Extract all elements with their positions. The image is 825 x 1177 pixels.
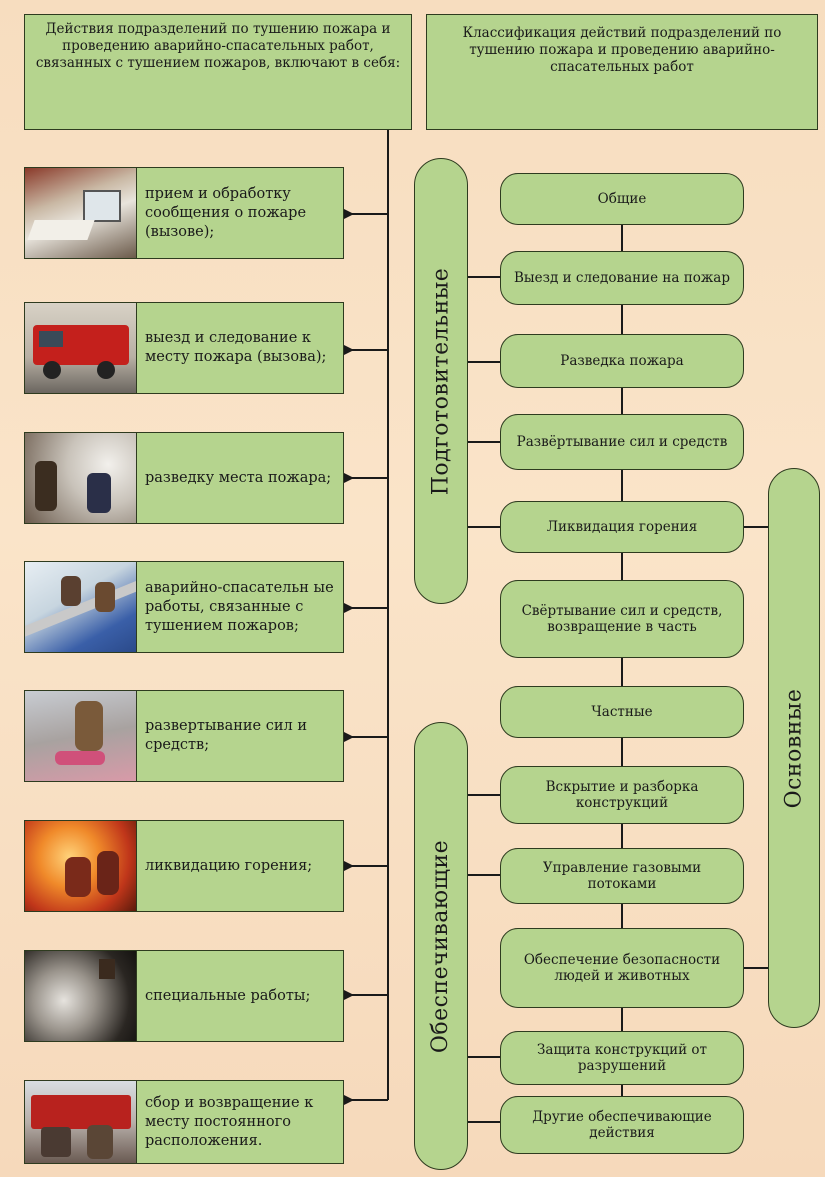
class-label: Частные	[591, 704, 653, 720]
firefighters-smoke-photo	[25, 433, 137, 523]
action-text: прием и обработку сообщения о пожаре (вы…	[145, 185, 307, 240]
action-text: специальные работы;	[145, 987, 311, 1004]
class-label: Вскрытие и разборка конструкций	[545, 779, 699, 811]
class-box: Ликвидация горения	[500, 501, 744, 553]
action-text: сбор и возвращение к месту постоянного р…	[145, 1094, 314, 1149]
office-desk-photo	[25, 168, 137, 258]
action-item: прием и обработку сообщения о пожаре (вы…	[24, 167, 344, 259]
group-preparatory-label: Подготовительные	[428, 267, 454, 495]
action-item: сбор и возвращение к месту постоянного р…	[24, 1080, 344, 1164]
class-box: Развёртывание сил и средств	[500, 414, 744, 470]
action-item: аварийно-спасательн ые работы, связанные…	[24, 561, 344, 653]
actions-header: Действия подразделений по тушению пожара…	[24, 14, 412, 130]
class-box: Обеспечение безопасности людей и животны…	[500, 928, 744, 1008]
group-supporting-label: Обеспечивающие	[428, 839, 454, 1053]
class-label: Развёртывание сил и средств	[516, 434, 728, 450]
class-label: Защита конструкций от разрушений	[537, 1042, 707, 1074]
smoke-photo	[25, 951, 137, 1041]
class-label: Выезд и следование на пожар	[514, 270, 730, 286]
action-item: выезд и следование к месту пожара (вызов…	[24, 302, 344, 394]
class-box: Другие обеспечивающие действия	[500, 1096, 744, 1154]
group-main-label: Основные	[781, 688, 807, 808]
class-label: Свёртывание сил и средств, возвращение в…	[521, 603, 723, 635]
class-box: Вскрытие и разборка конструкций	[500, 766, 744, 824]
class-box: Общие	[500, 173, 744, 225]
group-main: Основные	[768, 468, 820, 1028]
actions-header-text: Действия подразделений по тушению пожара…	[35, 21, 401, 71]
action-item: ликвидацию горения;	[24, 820, 344, 912]
fire-truck-photo	[25, 303, 137, 393]
firefighter-hose-photo	[25, 691, 137, 781]
class-box: Выезд и следование на пожар	[500, 251, 744, 305]
class-label: Управление газовыми потоками	[542, 860, 702, 892]
class-label: Ликвидация горения	[546, 519, 698, 535]
action-text: ликвидацию горения;	[145, 857, 313, 874]
action-text: разведку места пожара;	[145, 469, 332, 486]
class-box: Разведка пожара	[500, 334, 744, 388]
action-text: аварийно-спасательн ые работы, связанные…	[145, 579, 334, 634]
action-text: выезд и следование к месту пожара (вызов…	[145, 330, 327, 365]
action-item: развертывание сил и средств;	[24, 690, 344, 782]
class-label: Обеспечение безопасности людей и животны…	[523, 952, 721, 984]
class-label: Другие обеспечивающие действия	[532, 1109, 712, 1141]
class-box: Частные	[500, 686, 744, 738]
class-label: Разведка пожара	[560, 353, 684, 369]
class-box: Защита конструкций от разрушений	[500, 1031, 744, 1085]
class-box: Управление газовыми потоками	[500, 848, 744, 904]
flames-photo	[25, 821, 137, 911]
rescue-vehicle-photo	[25, 1081, 137, 1163]
group-supporting: Обеспечивающие	[414, 722, 468, 1170]
group-preparatory: Подготовительные	[414, 158, 468, 604]
classification-header-text: Классификация действий подразделений по …	[462, 25, 782, 75]
action-item: специальные работы;	[24, 950, 344, 1042]
class-box: Свёртывание сил и средств, возвращение в…	[500, 580, 744, 658]
ladder-rescue-photo	[25, 562, 137, 652]
classification-header: Классификация действий подразделений по …	[426, 14, 818, 130]
action-item: разведку места пожара;	[24, 432, 344, 524]
class-label: Общие	[597, 191, 647, 207]
action-text: развертывание сил и средств;	[145, 718, 308, 753]
